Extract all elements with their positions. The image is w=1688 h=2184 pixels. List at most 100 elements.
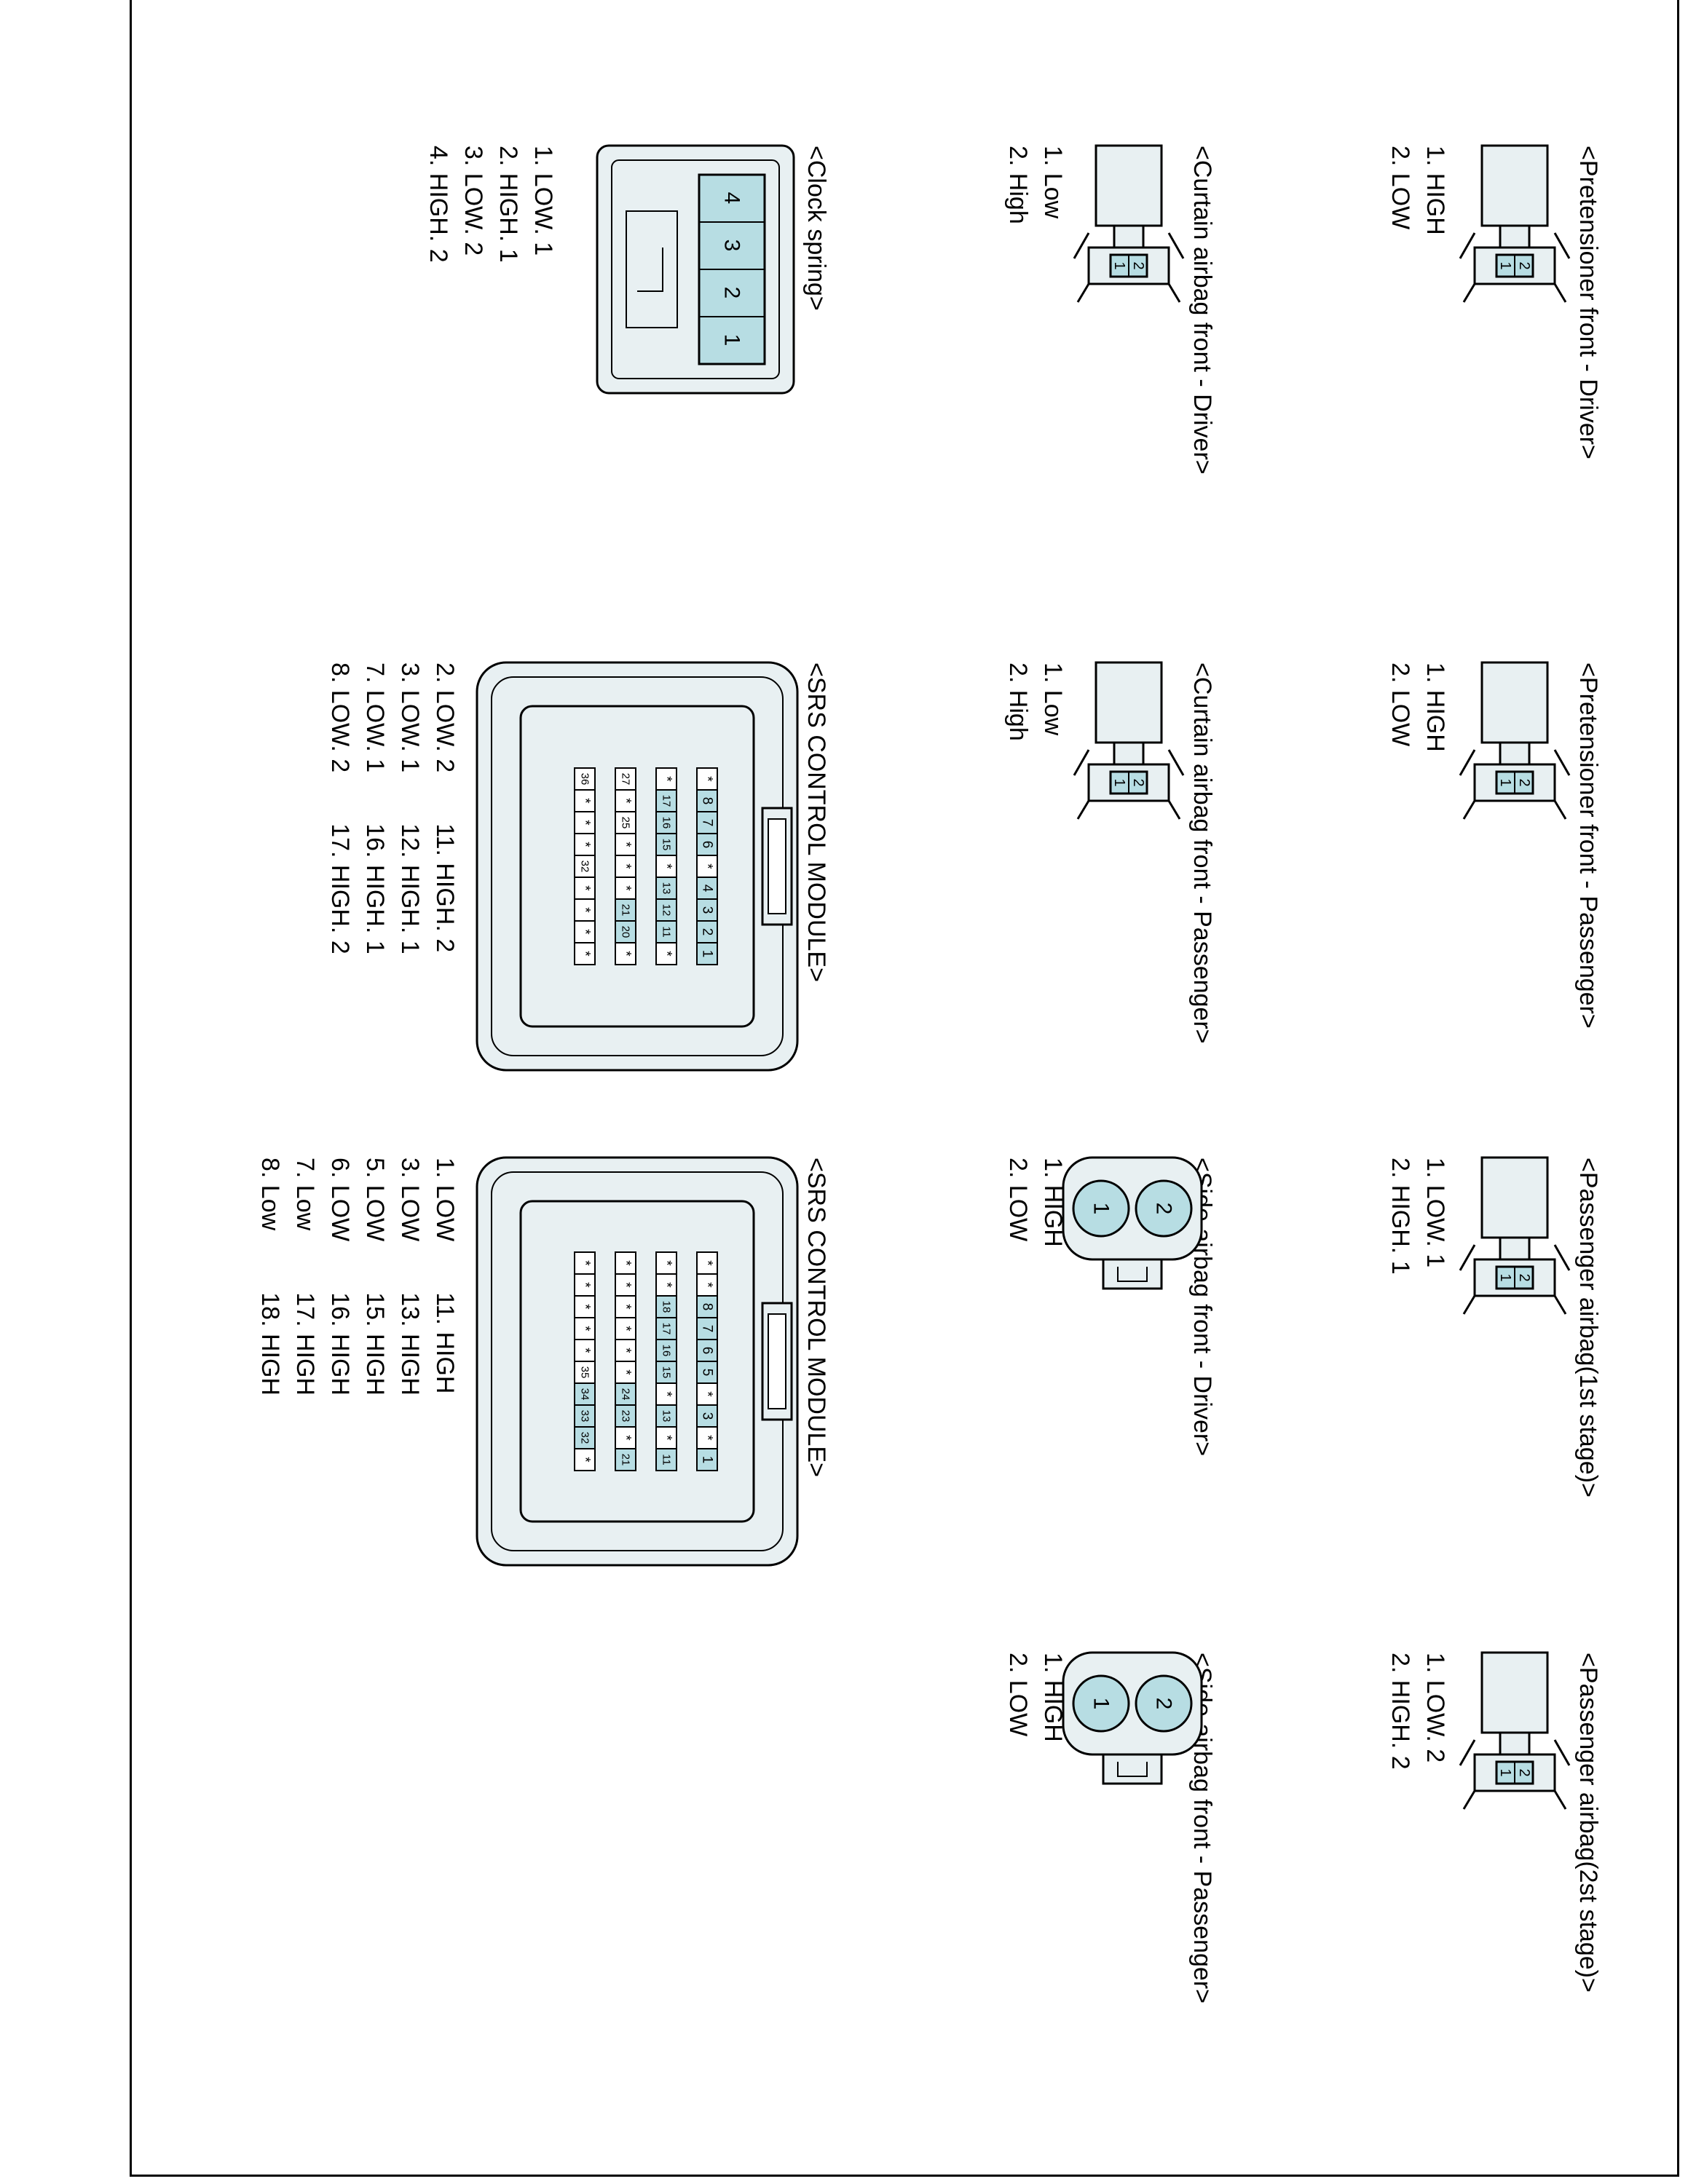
pin-number: * [577,1326,593,1332]
page-frame [130,0,1679,2177]
pin-number: 25 [620,817,632,829]
module-face [519,705,755,1028]
pin-number: * [577,1348,593,1353]
pin-cell [574,942,596,965]
connector-body [1480,144,1549,227]
pin-number: 13 [660,1410,673,1423]
pin-number: * [700,1391,715,1397]
pin-number: * [618,798,634,804]
pin-number: * [618,1348,634,1353]
passenger-airbag-1st-connector: 21 [1459,1156,1571,1315]
pin-number: 36 [579,773,591,786]
pin-number: 21 [620,1454,632,1466]
cavity-number: 1 [1497,778,1513,786]
pin-number: * [618,1435,634,1441]
cavity-number: 2 [720,287,744,299]
pin-number: 32 [579,860,591,873]
connector-body [1480,661,1549,744]
pin-cell [696,1448,718,1471]
pin-number: 4 [700,885,715,893]
cavity-number: 2 [1516,778,1532,786]
pin-number: 8 [700,797,715,805]
pin-number: * [700,776,715,782]
cavity-number: 2 [1152,1698,1176,1710]
pin-number: * [659,1435,674,1441]
pin-number: 2 [700,928,715,936]
cavity-circle [1135,1674,1193,1733]
pin-number: * [659,951,674,957]
connector-latch [1102,1258,1163,1290]
pin-number: * [659,776,674,782]
curtain-driver-connector: 21 [1073,144,1185,303]
pin-cell [615,1448,636,1471]
connector-neck [1113,224,1145,249]
cavity-number: 1 [1111,778,1127,786]
cavity-number: 4 [720,192,744,205]
pin-number: * [700,863,715,869]
pin-number: * [700,1282,715,1288]
pin-number: * [618,951,634,957]
pin-number: 15 [660,1366,673,1379]
connector-neck [1499,741,1531,766]
pretensioner-driver-connector: 21 [1459,144,1571,303]
pin-number: * [577,1457,593,1463]
pin-number: * [577,1282,593,1288]
cavity-number: 1 [1497,261,1513,269]
connector-neck [1499,1731,1531,1756]
pin-number: 5 [700,1369,715,1377]
pin-number: 15 [660,839,673,851]
pin-cell [655,1448,677,1471]
pin-number: * [618,1260,634,1266]
module-lock-inner [768,1313,786,1409]
passenger-airbag-2st-connector: 21 [1459,1651,1571,1810]
pin-number: * [659,1391,674,1397]
connector-body [1095,144,1163,227]
latch-lines [1462,1295,1567,1315]
cavity-circle [1135,1179,1193,1238]
cavity-number: 2 [1152,1203,1176,1215]
connector-neck [1113,741,1145,766]
module-lock-inner [768,818,786,914]
pin-number: 11 [660,1454,673,1465]
latch-detail [1117,1762,1148,1777]
pin-number: 35 [579,1366,591,1379]
pin-number: * [577,907,593,913]
cavity-circle [1072,1674,1130,1733]
srs-module-b-connector: **8765*3*1**18171615*13*11******2423*21*… [476,1156,799,1567]
srs-module-a-connector: *876*4321*171615*131211*27*25***2120*36*… [476,661,799,1072]
pin-number: * [618,1304,634,1310]
pin-number: 1 [700,1456,715,1464]
pin-number: * [618,842,634,847]
pin-number: 21 [620,904,632,917]
pin-number: * [659,1282,674,1288]
pin-number: * [577,885,593,891]
pin-number: * [577,951,593,957]
cavity-number: 2 [1130,778,1146,786]
pin-number: * [700,1435,715,1441]
pin-number: * [577,820,593,826]
pin-number: * [618,1326,634,1332]
cavity-number: 2 [1130,261,1146,269]
connector-diagram: <Pretensioner front - Driver> 1. HIGH 2.… [117,124,1609,2162]
latch-lines [1073,749,1185,776]
pin-cell [655,942,677,965]
pin-number: * [577,842,593,847]
cavity-number: 1 [1111,261,1127,269]
pin-number: 32 [579,1432,591,1444]
latch-lines [1076,283,1181,303]
connector-body [1095,661,1163,744]
pin-number: 12 [660,904,673,917]
cavity-number: 1 [720,334,744,347]
connector-shapes: 21212121212121214321*876*4321*171615*131… [476,144,1571,1810]
pin-number: 6 [700,1347,715,1355]
connector-neck [1499,1236,1531,1261]
cavity-number: 2 [1516,1273,1532,1281]
cavity-number: 1 [1497,1273,1513,1281]
pin-number: 11 [660,926,673,938]
pin-number: 33 [579,1410,591,1423]
pin-number: 1 [700,950,715,958]
pin-number: * [659,863,674,869]
latch-lines [1459,1244,1571,1271]
latch-detail [626,210,678,328]
